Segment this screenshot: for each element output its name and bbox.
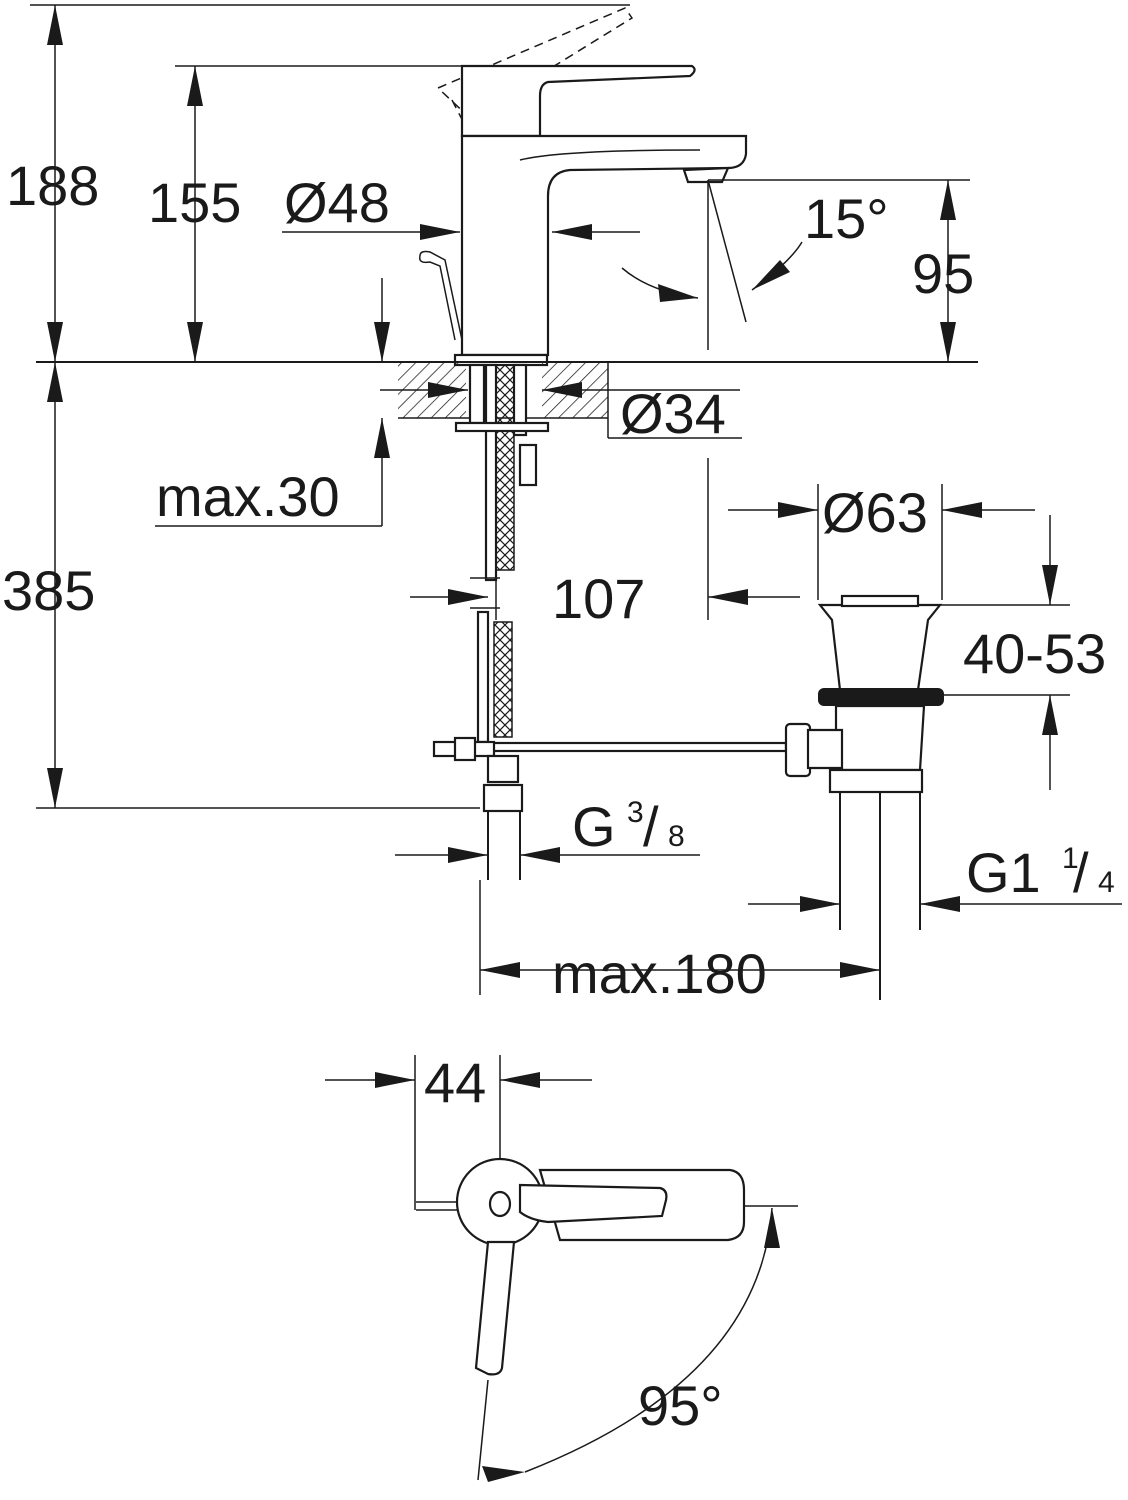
label-g1-thread-waste-slash: / (1073, 841, 1089, 904)
lever-raised-ghost (436, 7, 634, 119)
label-95-degrees: 95° (638, 1374, 723, 1437)
under-deck-assembly (432, 363, 788, 880)
label-g-thread-hose-slash: / (643, 795, 659, 858)
arrowheads (47, 5, 1058, 978)
label-diameter-63: Ø63 (822, 481, 928, 544)
arrow-188-top (47, 5, 63, 45)
label-diameter-48: Ø48 (284, 171, 390, 234)
label-g1-thread-waste-denominator: 4 (1098, 866, 1115, 899)
label-g1-thread-waste-numerator: 1 (1062, 842, 1079, 875)
aerator (682, 166, 730, 184)
label-g-thread-hose-denominator: 8 (668, 820, 685, 853)
dimension-lines (30, 4, 1122, 995)
pull-rod (484, 741, 788, 753)
label-diameter-34: Ø34 (620, 382, 726, 445)
faucet-side-view (418, 7, 748, 367)
label-107: 107 (552, 567, 645, 630)
hose-braid (495, 364, 515, 571)
faucet-base (453, 353, 549, 367)
label-188: 188 (6, 154, 99, 217)
label-15-degrees: 15° (804, 187, 889, 250)
label-44: 44 (424, 1051, 486, 1114)
label-max-180: max.180 (552, 942, 767, 1005)
faucet-top-view (325, 1055, 798, 1482)
dimension-labels: 188 155 Ø48 15° 95 Ø34 max.30 385 107 Ø6… (2, 154, 1115, 1437)
label-g-thread-hose: G (572, 795, 616, 858)
popup-waste (784, 594, 944, 1000)
label-95: 95 (912, 242, 974, 305)
label-155: 155 (148, 171, 241, 234)
label-max-30: max.30 (156, 465, 340, 528)
label-385: 385 (2, 559, 95, 622)
popup-knob (419, 250, 463, 341)
label-40-53: 40-53 (963, 622, 1106, 685)
label-g-thread-hose-numerator: 3 (627, 796, 644, 829)
top-view-lever (474, 1240, 516, 1376)
lever (460, 64, 696, 138)
waste-gasket (818, 688, 944, 706)
faucet-body (460, 134, 748, 357)
label-g1-thread-waste: G1 (966, 841, 1041, 904)
